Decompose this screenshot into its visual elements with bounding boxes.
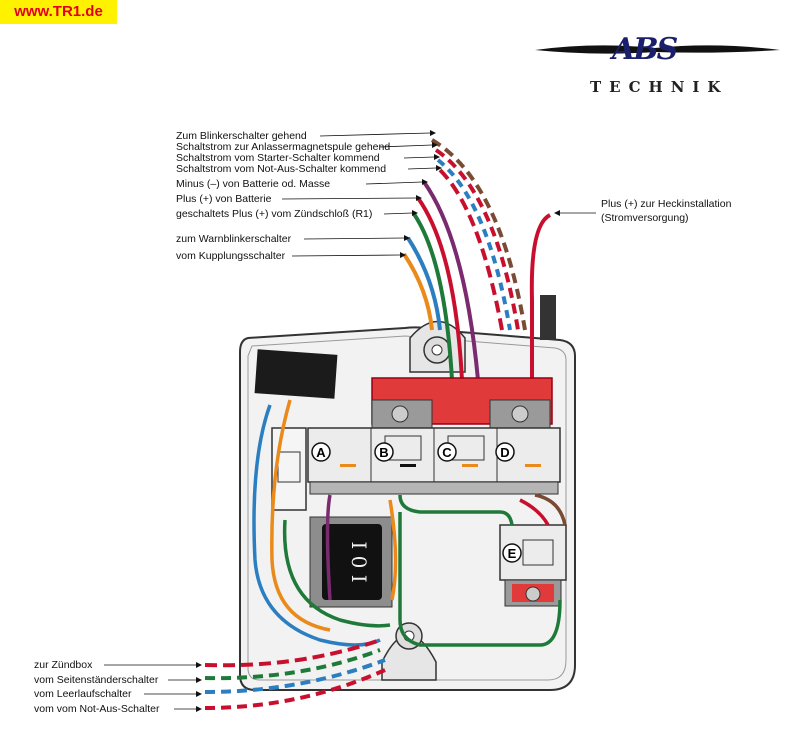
relay-c-label: C	[442, 445, 452, 460]
switch-symbol: I 0 I	[347, 541, 371, 582]
label-anlasser: Schaltstrom zur Anlassermagnetspule gehe…	[176, 141, 391, 153]
label-blinker: Zum Blinkerschalter gehend	[176, 130, 307, 142]
logo-word: TECHNIK	[590, 78, 729, 96]
relay-block	[307, 427, 561, 495]
label-heck: Plus (+) zur Heckinstallation	[601, 198, 732, 210]
label-heck-sub: (Stromversorgung)	[601, 212, 689, 224]
rear-connector	[540, 295, 556, 340]
abs-logo	[535, 45, 780, 54]
label-warnblinker: zum Warnblinkerschalter	[176, 233, 292, 245]
label-minus: Minus (–) von Batterie od. Masse	[176, 178, 331, 190]
label-zuendbox: zur Zündbox	[34, 659, 93, 671]
main-switch	[309, 516, 393, 608]
label-zuendschloss: geschaltets Plus (+) vom Zündschloß (R1)	[176, 208, 373, 220]
relay-d-label: D	[500, 445, 509, 460]
label-not-aus: Schaltstrom vom Not-Aus-Schalter kommend	[176, 163, 387, 175]
label-starter: Schaltstrom vom Starter-Schalter kommend	[176, 152, 380, 164]
label-not-aus-bottom: vom vom Not-Aus-Schalter	[34, 703, 160, 715]
label-kupplung: vom Kupplungsschalter	[176, 250, 286, 262]
label-leerlauf: vom Leerlaufschalter	[34, 688, 132, 700]
resistor-block	[254, 349, 338, 399]
relay-a-label: A	[316, 445, 326, 460]
site-badge[interactable]: www.TR1.de	[0, 0, 117, 24]
relay-b-label: B	[379, 445, 388, 460]
logo-mark: ABS	[612, 32, 678, 67]
label-plus: Plus (+) von Batterie	[176, 193, 272, 205]
relay-e-label: E	[508, 546, 517, 561]
label-seitenstaender: vom Seitenständerschalter	[34, 674, 159, 686]
relay-e	[499, 524, 567, 607]
